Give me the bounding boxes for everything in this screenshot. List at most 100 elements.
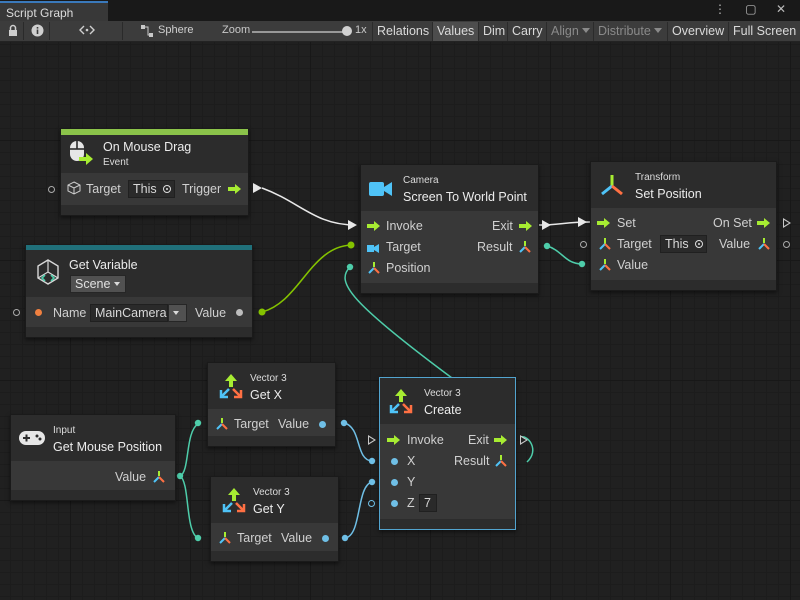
z-port-icon (391, 500, 398, 507)
node-title: Create (424, 403, 462, 417)
values-button[interactable]: Values (432, 22, 479, 41)
event-accent-strip (61, 129, 248, 135)
set-label: Set (617, 216, 636, 230)
x-port-icon (391, 458, 398, 465)
node-subtitle: Vector 3 (253, 487, 290, 498)
breadcrumb[interactable]: Sphere (158, 24, 194, 36)
get-variable-node[interactable]: Get Variable Scene Name MainCamera Value (13, 244, 253, 338)
name-field-dropdown[interactable] (168, 304, 187, 322)
zoom-slider-track[interactable] (252, 31, 348, 33)
target-field[interactable]: This (128, 180, 175, 198)
vector-wire[interactable] (179, 423, 199, 477)
overview-button[interactable]: Overview (667, 22, 728, 41)
node-header: Camera Screen To World Point (361, 165, 538, 211)
zoom-slider-handle[interactable] (342, 26, 352, 36)
target-input-port[interactable] (48, 186, 55, 193)
name-input-port[interactable] (13, 309, 20, 316)
vector3-axes-icon[interactable] (494, 454, 508, 468)
align-dropdown[interactable]: Align (546, 22, 594, 41)
object-picker-icon[interactable] (163, 185, 171, 193)
z-input-port[interactable] (368, 500, 375, 507)
exit-link-port[interactable] (520, 435, 528, 445)
object-wire[interactable] (261, 244, 352, 313)
invoke-link-port[interactable] (368, 435, 376, 445)
lock-icon[interactable] (6, 24, 20, 38)
float-wire[interactable] (344, 481, 373, 539)
relations-button[interactable]: Relations (372, 22, 433, 41)
float-wire[interactable] (343, 422, 373, 462)
target-label: Target (617, 237, 652, 251)
invoke-input-port[interactable] (367, 221, 380, 231)
target-field[interactable]: This (660, 235, 707, 253)
node-header: Vector 3 Get X (208, 363, 335, 409)
trigger-output-port[interactable] (228, 184, 241, 194)
z-label: Z (407, 496, 415, 510)
node-header: Vector 3 Create (380, 378, 515, 424)
node-subtitle: Vector 3 (424, 388, 461, 399)
string-port-icon (35, 309, 42, 316)
vector3-axes-icon (215, 417, 229, 431)
node-subtitle: Event (103, 157, 129, 168)
zoom-value: 1x (355, 24, 367, 36)
target-label: Target (86, 182, 121, 196)
vector3-create-node[interactable]: Vector 3 Create Invoke Exit X Result Y Z… (368, 377, 528, 530)
set-input-port[interactable] (597, 218, 610, 228)
get-y-node[interactable]: Vector 3 Get Y Target Value (210, 476, 339, 562)
vector3-icon (221, 487, 247, 515)
variable-scope-dropdown[interactable]: Scene (70, 275, 126, 293)
value-output-port[interactable] (783, 241, 790, 248)
value-output-port[interactable] (322, 535, 329, 542)
invoke-input-port[interactable] (387, 435, 400, 445)
dim-button[interactable]: Dim (478, 22, 509, 41)
graph-toolbar: Sphere Zoom 1x Relations Values Dim Carr… (0, 21, 800, 42)
vector-wire[interactable] (344, 266, 453, 379)
graph-node-icon (140, 24, 154, 38)
target-input-port[interactable] (580, 241, 587, 248)
distribute-dropdown[interactable]: Distribute (593, 22, 666, 41)
node-subtitle: Transform (635, 172, 681, 183)
embed-graph-icon[interactable] (78, 24, 96, 38)
get-mouse-position-node[interactable]: Input Get Mouse Position Value (10, 414, 176, 501)
node-title: Set Position (635, 187, 702, 201)
name-field[interactable]: MainCamera (90, 304, 168, 322)
carry-button[interactable]: Carry (507, 22, 547, 41)
vector3-axes-icon[interactable] (757, 237, 771, 251)
unity-variable-icon (34, 258, 62, 286)
value-out-label: Value (719, 237, 751, 251)
set-position-node[interactable]: Transform Set Position Set On Set Target… (580, 161, 791, 291)
value-output-port[interactable] (236, 309, 243, 316)
vector3-axes-icon[interactable] (518, 240, 532, 254)
screen-to-world-point-node[interactable]: Camera Screen To World Point Invoke Exit… (360, 164, 539, 294)
on-set-link-port[interactable] (783, 218, 791, 228)
node-header: Input Get Mouse Position (11, 415, 175, 461)
vector-wire[interactable] (179, 475, 199, 539)
value-output-port[interactable] (319, 421, 326, 428)
graph-canvas[interactable]: On Mouse Drag Event Target This Trigger (0, 42, 800, 600)
exit-label: Exit (468, 433, 489, 447)
window-controls[interactable]: ⋮ ▢ ✕ (713, 2, 794, 16)
get-x-node[interactable]: Vector 3 Get X Target Value (207, 362, 336, 447)
transform-icon (598, 237, 612, 251)
tab-script-graph[interactable]: Script Graph (0, 1, 108, 21)
invoke-label: Invoke (407, 433, 444, 447)
node-subtitle: Input (53, 425, 76, 436)
info-icon[interactable] (30, 24, 44, 38)
z-field[interactable]: 7 (419, 494, 437, 512)
vector3-axes-icon[interactable] (152, 470, 166, 484)
camera-icon (367, 242, 379, 253)
control-wire[interactable] (261, 187, 356, 226)
value-in-label: Value (617, 258, 649, 272)
node-title: Get Variable (69, 258, 138, 272)
exit-output-port[interactable] (494, 435, 507, 445)
on-set-output-port[interactable] (757, 218, 770, 228)
value-label: Value (195, 306, 227, 320)
object-picker-icon[interactable] (695, 240, 703, 248)
chevron-down-icon (581, 28, 590, 33)
vector3-axes-icon (218, 531, 232, 545)
vector3-icon (218, 373, 244, 401)
exit-output-port[interactable] (519, 221, 532, 231)
node-title: Screen To World Point (403, 190, 527, 204)
full-screen-button[interactable]: Full Screen (728, 22, 800, 41)
on-mouse-drag-node[interactable]: On Mouse Drag Event Target This Trigger (48, 128, 249, 216)
vector-wire[interactable] (546, 245, 583, 265)
